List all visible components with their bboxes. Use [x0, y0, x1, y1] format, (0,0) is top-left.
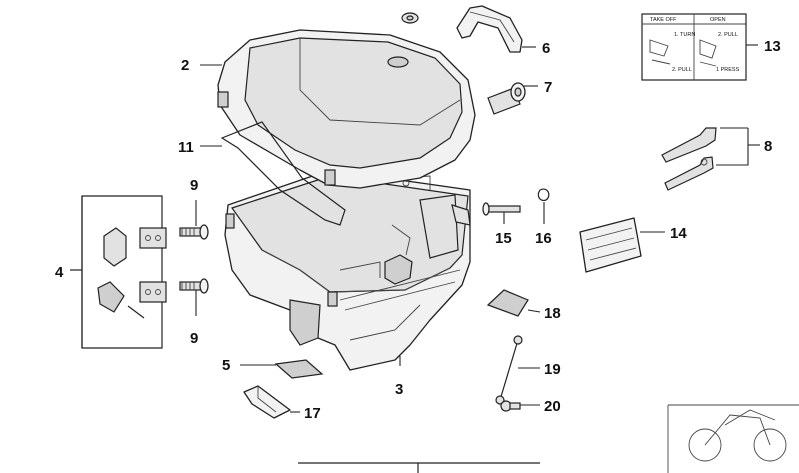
callout-17: 17 [304, 405, 321, 422]
leader-lines [195, 44, 760, 413]
wedge [486, 289, 529, 317]
instruction-label: TAKE OFF OPEN 1. TURN 2. PULL 2. PULL 1 … [641, 13, 747, 81]
callout-4: 4 [55, 264, 64, 281]
callout-18: 18 [544, 305, 561, 322]
clip [537, 188, 550, 201]
callout-5: 5 [222, 357, 230, 374]
top-grommet [401, 12, 419, 24]
callout-19: 19 [544, 361, 561, 378]
label-turn: 1. TURN [674, 32, 695, 38]
callout-3: 3 [395, 381, 403, 398]
hinge-set [70, 195, 167, 349]
pin [482, 202, 521, 216]
bolt-upper [179, 224, 209, 240]
lock-cylinder [487, 82, 526, 115]
support-strut [495, 335, 523, 405]
handle [456, 5, 523, 53]
callout-20: 20 [544, 398, 561, 415]
bottom-rule [298, 462, 540, 473]
callout-9-lower: 9 [190, 330, 198, 347]
bracket [243, 385, 291, 419]
callout-13: 13 [764, 38, 781, 55]
callout-7: 7 [544, 79, 552, 96]
callout-2: 2 [181, 57, 189, 74]
callout-15: 15 [495, 230, 512, 247]
callout-9-upper: 9 [190, 177, 198, 194]
motorcycle-thumbnail [667, 404, 799, 473]
pad [274, 359, 324, 379]
bolt-lower [179, 278, 209, 294]
label-pull-left: 2. PULL [672, 67, 692, 73]
callout-11: 11 [178, 139, 194, 156]
label-open: OPEN [710, 17, 726, 23]
case-lid [217, 29, 476, 189]
callout-16: 16 [535, 230, 552, 247]
callout-6: 6 [542, 40, 550, 57]
label-pull-right: 2. PULL [718, 32, 738, 38]
callouts: 2 3 4 5 6 7 8 9 9 11 13 14 15 16 17 18 1… [55, 38, 781, 422]
screw [500, 400, 521, 412]
label-press: 1 PRESS [716, 67, 740, 73]
reflector-plate [579, 217, 642, 273]
lid-seal [220, 121, 346, 226]
callout-8: 8 [764, 138, 772, 155]
keys [661, 127, 717, 191]
callout-14: 14 [670, 225, 687, 242]
case-body [224, 169, 471, 371]
label-take-off: TAKE OFF [650, 17, 677, 23]
